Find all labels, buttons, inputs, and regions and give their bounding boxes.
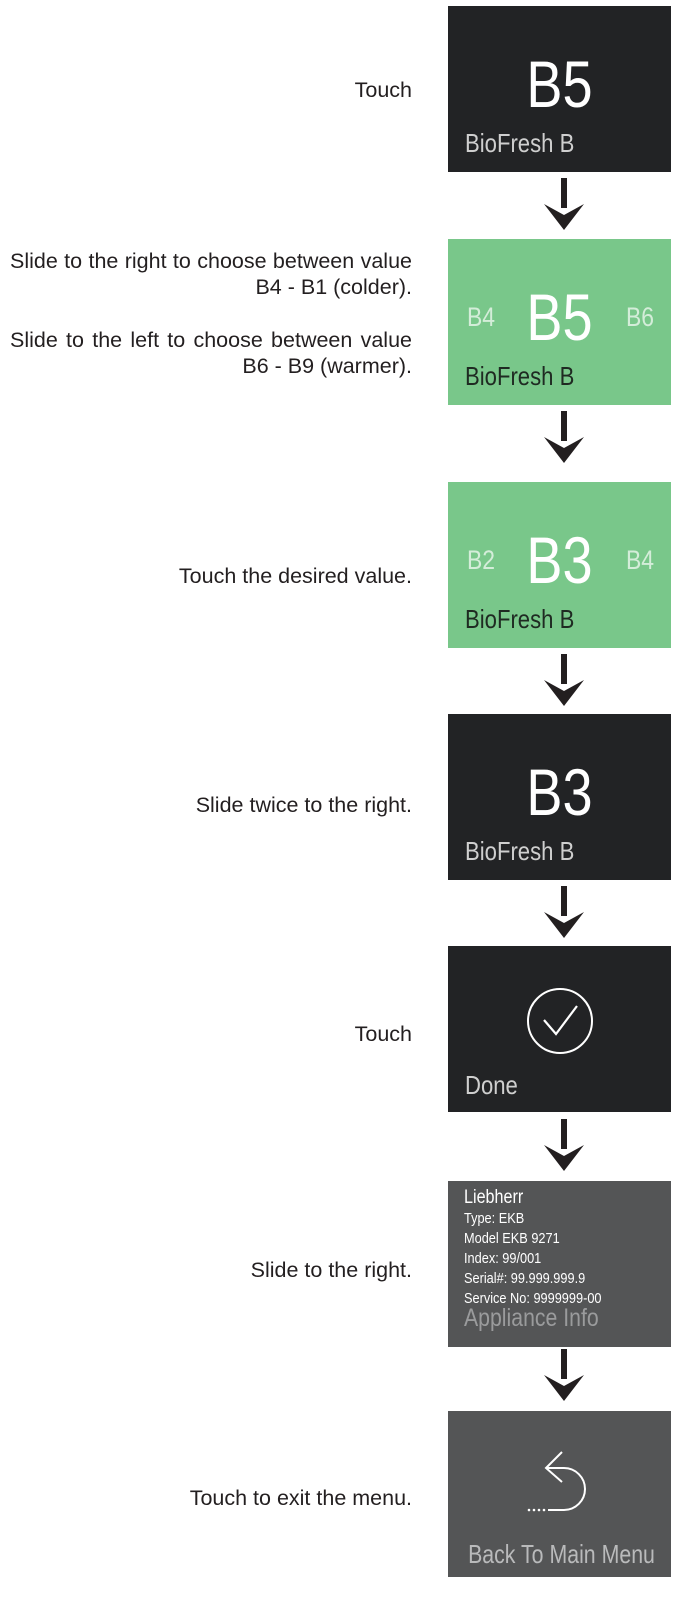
current-value[interactable]: B5 (526, 280, 593, 354)
down-arrow-icon (544, 654, 584, 706)
down-arrow-icon (544, 1119, 584, 1171)
appliance-index: Index: 99/001 (464, 1250, 542, 1267)
panel-caption: Appliance Info (464, 1304, 599, 1332)
step-2-instruction-colder: Slide to the right to choose between val… (10, 249, 412, 299)
step-1-display-panel[interactable]: B5 BioFresh B (448, 6, 671, 172)
back-arrow-icon[interactable] (524, 1449, 598, 1533)
panel-caption: BioFresh B (465, 604, 575, 634)
down-arrow-icon (544, 886, 584, 938)
panel-caption: Back To Main Menu (468, 1539, 655, 1569)
next-value[interactable]: B6 (625, 302, 654, 332)
step-2-display-panel[interactable]: B4 B5 B6 BioFresh B (448, 239, 671, 405)
step-6-instruction: Slide to the right. (250, 1258, 412, 1282)
previous-value[interactable]: B2 (467, 545, 496, 575)
step-5-done-panel[interactable]: Done (448, 946, 671, 1112)
step-3-display-panel[interactable]: B2 B3 B4 BioFresh B (448, 482, 671, 648)
step-2-instruction-warmer: Slide to the left to choose between valu… (10, 328, 412, 378)
step-4-display-panel[interactable]: B3 BioFresh B (448, 714, 671, 880)
panel-caption: Done (465, 1070, 518, 1100)
current-value[interactable]: B3 (526, 523, 593, 597)
step-1-instruction: Touch (354, 78, 412, 102)
panel-caption: BioFresh B (465, 361, 575, 391)
checkmark-circle-icon[interactable] (525, 986, 595, 1056)
panel-caption: BioFresh B (465, 128, 575, 158)
appliance-info-lines: Liebherr Type: EKB Model EKB 9271 Index:… (464, 1187, 602, 1309)
step-5-instruction: Touch (354, 1022, 412, 1046)
service-number: Service No: 9999999-00 (464, 1290, 602, 1307)
appliance-type: Type: EKB (464, 1210, 525, 1227)
current-value: B5 (526, 47, 593, 121)
step-6-appliance-info-panel[interactable]: Liebherr Type: EKB Model EKB 9271 Index:… (448, 1181, 671, 1347)
down-arrow-icon (544, 411, 584, 463)
appliance-serial: Serial#: 99.999.999.9 (464, 1270, 586, 1287)
appliance-model: Model EKB 9271 (464, 1230, 560, 1247)
step-7-instruction: Touch to exit the menu. (189, 1486, 412, 1510)
down-arrow-icon (544, 1349, 584, 1401)
previous-value[interactable]: B4 (467, 302, 496, 332)
current-value: B3 (526, 755, 593, 829)
step-4-instruction: Slide twice to the right. (195, 793, 412, 817)
next-value[interactable]: B4 (625, 545, 654, 575)
step-7-back-panel[interactable]: Back To Main Menu (448, 1411, 671, 1577)
brand-name: Liebherr (464, 1187, 524, 1208)
step-3-instruction: Touch the desired value. (178, 564, 412, 588)
down-arrow-icon (544, 178, 584, 230)
panel-caption: BioFresh B (465, 836, 575, 866)
